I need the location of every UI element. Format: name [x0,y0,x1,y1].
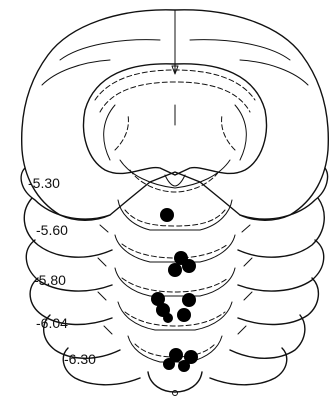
site-marker [178,360,190,372]
level-label-5-30: -5.30 [28,175,60,191]
level-label-6-30: -6.30 [64,351,96,367]
site-marker [168,263,182,277]
site-markers [151,208,198,372]
site-marker [177,308,191,322]
site-marker [160,208,174,222]
midbrain-region [120,160,230,192]
brainstem-stack [98,200,252,396]
level-label-5-60: -5.60 [36,222,68,238]
level-label-6-04: -6.04 [36,315,68,331]
site-marker [182,259,196,273]
posterior-sections-right [210,168,328,385]
site-marker [182,293,196,307]
hippocampal-region [84,64,267,175]
site-marker [163,313,173,323]
level-label-5-80: -5.80 [34,272,66,288]
site-marker [163,358,175,370]
